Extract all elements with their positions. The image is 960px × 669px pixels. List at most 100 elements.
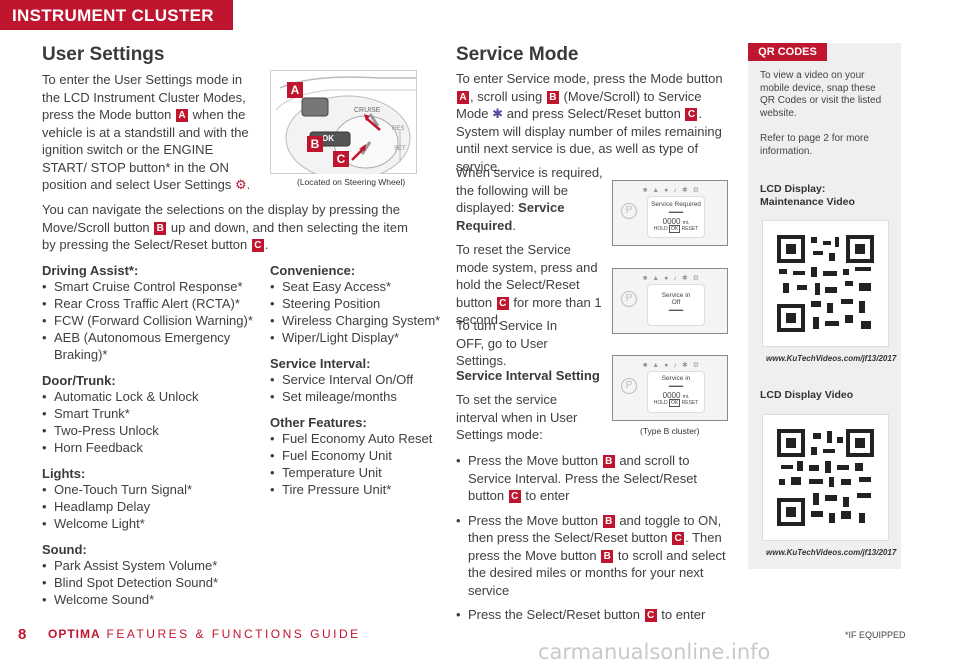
- section-tab: INSTRUMENT CLUSTER: [0, 0, 233, 30]
- list-item: Welcome Light*: [42, 515, 267, 532]
- step-text: Press the Move button: [468, 512, 599, 528]
- nav-text-1: You can navigate the selections on the d…: [42, 202, 400, 235]
- service-text: . System will display number of miles re…: [456, 106, 722, 174]
- badge-b: B: [601, 549, 614, 563]
- service-text: and press Select/Reset button: [506, 106, 681, 121]
- group-list: Automatic Lock & Unlock Smart Trunk* Two…: [42, 388, 267, 456]
- list-item: AEB (Autonomous Emergency Braking)*: [42, 329, 267, 363]
- qr-code-maintenance[interactable]: [762, 220, 889, 347]
- group-heading: Door/Trunk:: [42, 373, 116, 388]
- cluster-icons: ■▲●♪✱⚙: [643, 275, 705, 282]
- screen-hold: HOLD: [653, 400, 668, 406]
- footer-brand: OPTIMA: [48, 627, 101, 641]
- list-item: Park Assist System Volume*: [42, 557, 267, 574]
- ok-button-label: OK: [322, 134, 334, 143]
- cluster-icons: ■▲●♪✱⚙: [643, 187, 705, 194]
- step-text: and toggle to ON, then press the Select/…: [468, 512, 722, 546]
- group-heading: Other Features:: [270, 415, 367, 430]
- badge-a: A: [175, 109, 188, 122]
- qr-refer: Refer to page 2 for more information.: [760, 133, 869, 157]
- step-text: to scroll and select the desired miles o…: [468, 547, 726, 598]
- wrench-icon: ✱: [492, 106, 504, 121]
- list-item: Automatic Lock & Unlock: [42, 388, 267, 405]
- screen-value: 0000: [662, 217, 681, 226]
- service-text: To enter Service mode, press the Mode bu…: [456, 71, 723, 86]
- step-text: Press the Select/Reset button: [468, 607, 640, 622]
- qr-label-lcd: LCD Display Video: [760, 389, 854, 401]
- callout-b: B: [307, 136, 323, 152]
- qr-code-icon: [777, 429, 874, 526]
- callout-c: C: [333, 151, 349, 167]
- badge-b: B: [602, 455, 615, 468]
- user-settings-intro: To enter the User Settings mode in the L…: [42, 72, 251, 192]
- step-item: Press the Select/Reset button C to enter: [456, 606, 726, 624]
- res-label: RES: [392, 126, 405, 132]
- service-text: To reset the Service mode system, press …: [456, 242, 598, 310]
- badge-b: B: [154, 221, 167, 235]
- screen-reset: RESET: [681, 400, 699, 406]
- park-icon: P: [621, 203, 637, 219]
- list-item: FCW (Forward Collision Warning)*: [42, 312, 267, 329]
- service-interval-heading: Service Interval Setting: [456, 368, 600, 383]
- list-item: Wireless Charging System*: [270, 312, 460, 329]
- qr-code-lcd[interactable]: [762, 414, 889, 541]
- list-item: Service Interval On/Off: [270, 371, 460, 388]
- list-item: Set mileage/months: [270, 388, 460, 405]
- service-required-label: Service Required: [456, 200, 565, 233]
- screen-unit: mi.: [682, 394, 690, 400]
- intro-text-2: when the vehicle is at a standstill and …: [42, 107, 249, 192]
- watermark: carmanualsonline.info: [538, 640, 771, 664]
- screen-content: Service in Off ━━━: [647, 284, 705, 326]
- group-list: Service Interval On/Off Set mileage/mont…: [270, 371, 460, 405]
- group-heading: Service Interval:: [270, 356, 371, 371]
- group-list: Park Assist System Volume* Blind Spot De…: [42, 557, 267, 608]
- callout-a: A: [287, 82, 303, 98]
- navigation-instructions: You can navigate the selections on the d…: [42, 202, 408, 252]
- list-item: Blind Spot Detection Sound*: [42, 574, 267, 591]
- footer-title: OPTIMA FEATURES & FUNCTIONS GUIDE: [48, 627, 361, 641]
- cluster-icons: ■▲●♪✱⚙: [643, 362, 705, 369]
- intro-text-1: To enter the User Settings mode in the L…: [42, 72, 246, 122]
- wrench-icon: ━━━: [668, 306, 684, 315]
- list-item: Fuel Economy Auto Reset: [270, 430, 460, 447]
- screen-value: 0000: [662, 391, 681, 400]
- qr-url-maintenance[interactable]: www.KuTechVideos.com/jf13/2017: [766, 354, 897, 363]
- steering-wheel-illustration: CRUISE OK RES SET A B C: [270, 70, 417, 181]
- qr-url-lcd[interactable]: www.KuTechVideos.com/jf13/2017: [766, 548, 897, 557]
- list-item: Temperature Unit: [270, 464, 460, 481]
- group-heading: Sound:: [42, 542, 87, 557]
- group-heading: Convenience:: [270, 263, 356, 278]
- park-icon: P: [621, 291, 637, 307]
- group-heading: Driving Assist*:: [42, 263, 139, 278]
- gear-icon: ⚙: [234, 177, 247, 192]
- list-item: Two-Press Unlock: [42, 422, 267, 439]
- park-icon: P: [621, 378, 637, 394]
- screen-ok: OK: [669, 225, 681, 233]
- service-text: , scroll using: [470, 88, 543, 104]
- service-mode-title: Service Mode: [456, 44, 579, 65]
- cluster-screen-service-required: ■▲●♪✱⚙ P Service Required ━━━ 0000 mi. H…: [612, 180, 728, 246]
- screen-line1: Service Required: [651, 201, 701, 208]
- screen-line2: Off: [671, 299, 681, 306]
- screen-content: Service in ━━━ 0000 mi. HOLD OK RESET: [647, 371, 705, 413]
- list-item: Smart Cruise Control Response*: [42, 278, 267, 295]
- screen-unit: mi.: [682, 220, 690, 226]
- list-item: Welcome Sound*: [42, 591, 267, 608]
- service-mode-intro: To enter Service mode, press the Mode bu…: [456, 70, 728, 175]
- badge-c: C: [251, 239, 264, 252]
- service-required-text: When service is required, the following …: [456, 165, 603, 233]
- page-number: 8: [18, 626, 27, 643]
- badge-a: A: [457, 90, 469, 104]
- list-item: Rear Cross Traffic Alert (RCTA)*: [42, 295, 267, 312]
- user-settings-title: User Settings: [42, 44, 165, 65]
- step-text: to enter: [525, 488, 570, 503]
- screen-line1: Service in: [661, 375, 691, 382]
- step-item: Press the Move button B and toggle to ON…: [456, 512, 726, 600]
- group-list: Fuel Economy Auto Reset Fuel Economy Uni…: [270, 430, 460, 498]
- service-text: (Move/Scroll) to Service Mode: [456, 88, 702, 122]
- cluster-screen-service-in: ■▲●♪✱⚙ P Service in ━━━ 0000 mi. HOLD OK…: [612, 355, 728, 421]
- step-text: Press the Move button: [468, 453, 599, 468]
- group-heading: Lights:: [42, 466, 86, 481]
- service-off-text: To turn Service In OFF, go to User Setti…: [456, 318, 558, 368]
- group-list: Seat Easy Access* Steering Position Wire…: [270, 278, 460, 346]
